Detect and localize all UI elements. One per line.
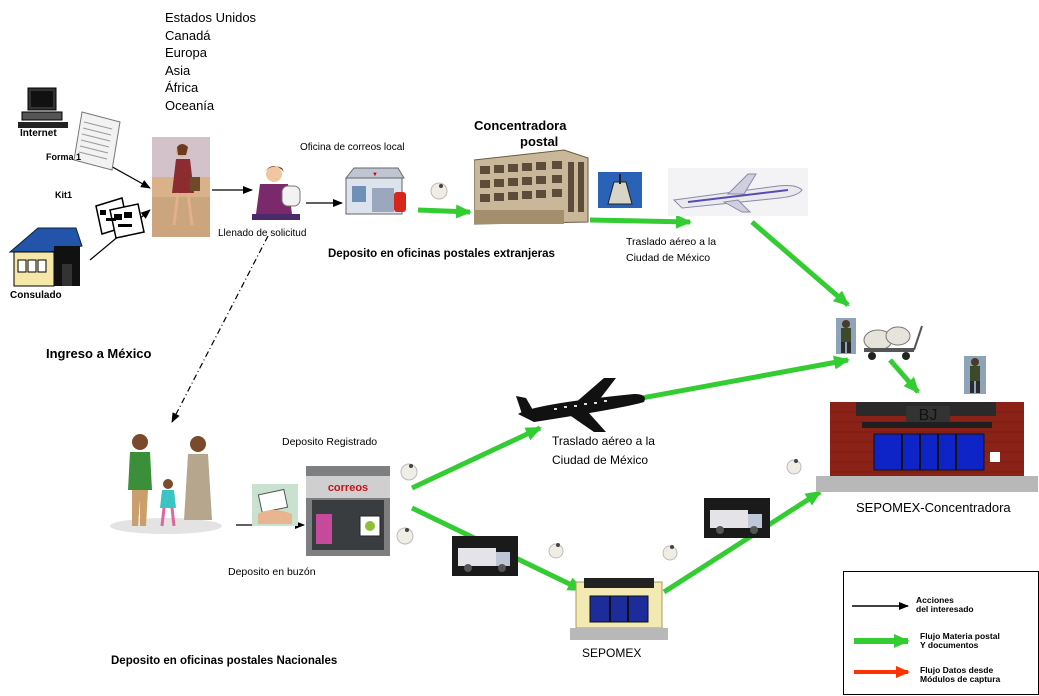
region-item: Asia [165,62,191,78]
legend-acciones-label: Acciones del interesado [916,595,974,614]
woman-shopper-image [152,137,210,237]
mail-bag-icon [786,459,802,475]
region-item: Oceanía [165,97,215,113]
kit1-label: Kit1 [55,190,73,200]
blue-mail-bag-icon [598,172,642,208]
sepomex-building-icon [570,578,668,640]
local-post-office-icon: ▼ [344,167,406,215]
arrow-llenado-to-family [171,235,269,423]
airplane-icon [516,378,645,432]
arrow-oficina-to-concentradora [417,204,472,219]
security-guard-icon [964,356,986,394]
region-item: Europa [165,45,207,60]
deposito-extranjeras-label: Deposito en oficinas postales extranjera… [328,248,555,260]
woman-filling-form-image [252,166,301,220]
correos-sign: correos [328,482,368,494]
concentradora-label-1: Concentradora [474,118,567,133]
airplane-cargo-icon [668,168,808,216]
delivery-truck-image [452,536,518,576]
traslado-aereo-mid-line2: Ciudad de México [552,453,649,467]
regions-list: Estados Unidos Canadá Europa Asia África… [165,9,256,114]
legend-flujo-datos-label: Flujo Datos desde Módulos de captura [920,665,1001,684]
document-icon [73,111,121,171]
traslado-aereo-top-line2: Ciudad de México [626,252,711,264]
sepomex-concentradora-label: SEPOMEX-Concentradora [856,500,1011,515]
internet-label: Internet [20,128,57,139]
mail-bag-icon [396,527,414,545]
delivery-truck-image [704,498,770,538]
arrow-concentradora-to-plane [589,214,692,229]
consulado-house-icon [8,227,83,287]
oficina-correos-local-label: Oficina de correos local [300,142,405,153]
kit-papers-icon [95,197,145,239]
svg-text:▼: ▼ [372,172,378,178]
traslado-aereo-mid-line1: Traslado aéreo a la [552,434,655,448]
deposito-registrado-label: Deposito Registrado [282,436,378,448]
mail-bag-icon [430,182,448,200]
concentradora-label-2: postal [520,134,559,149]
consulado-label: Consulado [10,290,62,301]
mail-bag-icon [548,543,564,559]
sepomex-concentradora-building: BJ [816,402,1038,492]
bj-sign: BJ [919,407,938,424]
security-guard-icon [836,318,856,354]
forma1-label: Forma 1 [46,152,82,162]
arrow-cart-to-bj [888,358,920,394]
arrow-plane2-to-guard [619,355,850,405]
concentradora-building-icon [474,149,589,225]
traslado-aereo-top-line1: Traslado aéreo a la [626,236,717,248]
legend-flujo-materia-label: Flujo Materia postal Y documentos [920,631,1000,650]
sepomex-label: SEPOMEX [582,646,642,660]
arrow-sepomex-to-bj [662,489,822,595]
deposito-nacionales-label: Deposito en oficinas postales Nacionales [111,655,338,667]
computer-icon [18,87,68,128]
hand-depositing-image [252,484,298,526]
region-item: África [165,80,199,95]
legend: Acciones del interesado Flujo Materia po… [843,571,1039,695]
mail-bag-icon [400,463,418,481]
deposito-buzon-label: Deposito en buzón [228,566,316,578]
arrow-correos-to-plane2 [410,425,542,491]
region-item: Canadá [165,27,211,43]
arrow-plane-to-guard [750,220,850,307]
llenado-label: Llenado de solicitud [218,228,307,239]
mail-cart-icon [863,325,923,360]
ingreso-mexico-label: Ingreso a México [46,346,152,361]
region-item: Estados Unidos [165,10,257,25]
correos-storefront-image: correos [306,466,390,556]
mail-bag-icon [662,545,678,561]
family-walking-image [110,434,222,534]
